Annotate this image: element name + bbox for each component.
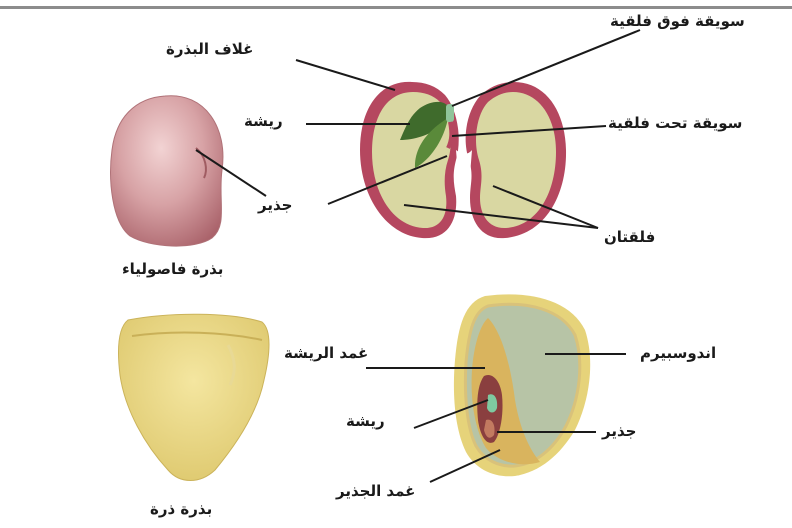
whole-corn-seed [119,314,269,480]
label-corn-plumule: ريشة [346,414,385,429]
label-corn-coleorhiza: غمد الجذير [336,484,415,499]
caption-bean-seed: بذرة فاصولياء [122,262,223,277]
label-bean-epicotyl: سويقة فوق فلقية [610,14,745,29]
label-bean-radicle: جذير [258,198,292,213]
label-bean-cotyledons: فلقتان [604,230,655,245]
label-bean-hypocotyl: سويقة تحت فلقية [608,116,742,131]
whole-bean-seed [111,96,223,246]
label-bean-seed-coat: غلاف البذرة [166,42,253,57]
corn-section [454,294,590,476]
label-bean-plumule: ريشة [244,114,283,129]
leader-bean-seed-coat [296,60,395,90]
label-corn-radicle: جذير [602,424,636,439]
label-corn-coleoptile: غمد الريشة [284,346,368,361]
label-corn-endosperm: اندوسبيرم [640,346,716,361]
caption-corn-seed: بذرة ذرة [150,502,212,517]
bean-section [360,82,566,238]
leader-bean-epicotyl [452,30,640,106]
